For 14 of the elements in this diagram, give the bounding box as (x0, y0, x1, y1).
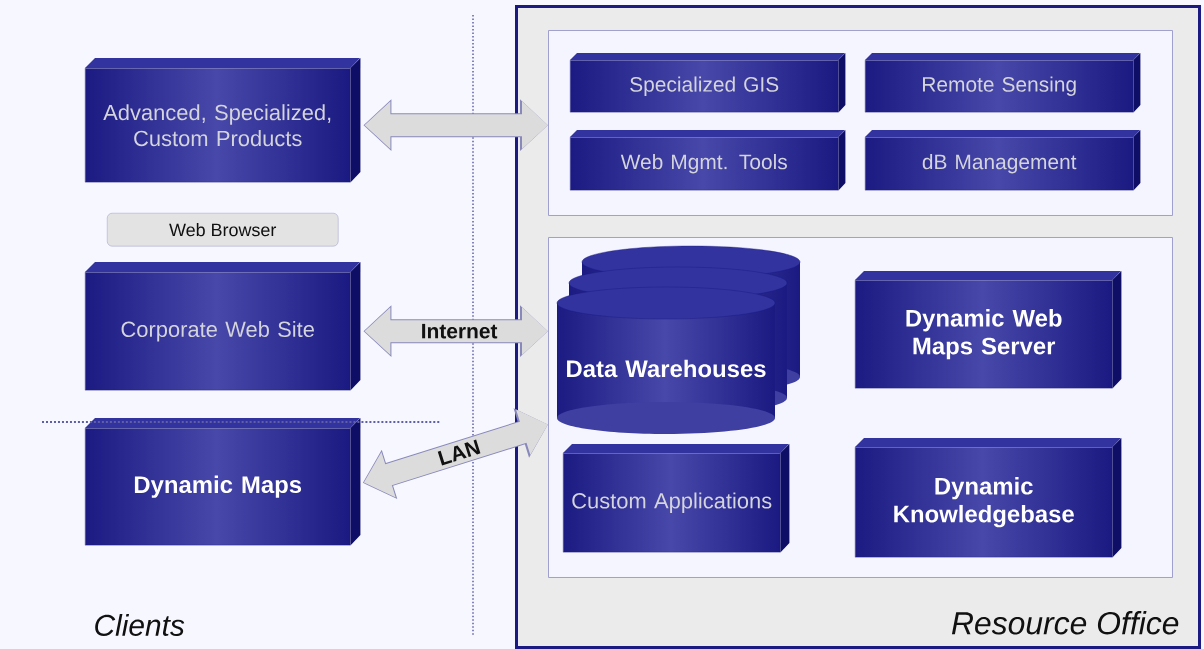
box-3d: Advanced, Specialized, Custom Products (85, 58, 361, 183)
box-3d: dB Management (865, 130, 1141, 191)
box-3d: Dynamic Maps (85, 418, 361, 546)
edge-label: LAN (435, 437, 483, 468)
box-3d: Specialized GIS (570, 53, 846, 113)
section-label: Clients (95, 614, 185, 636)
box-3d: Custom Applications (563, 444, 790, 553)
box-3d: Remote Sensing (865, 53, 1141, 113)
box-3d: Dynamic Knowledgebase (855, 438, 1122, 558)
box-3d: Web Mgmt. Tools (570, 130, 846, 191)
label-box: Web Browser (107, 213, 339, 247)
box-3d: Corporate Web Site (85, 262, 361, 391)
box-3d: Dynamic Web Maps Server (855, 271, 1122, 389)
database-cylinder: Data Warehouses (556, 245, 801, 434)
